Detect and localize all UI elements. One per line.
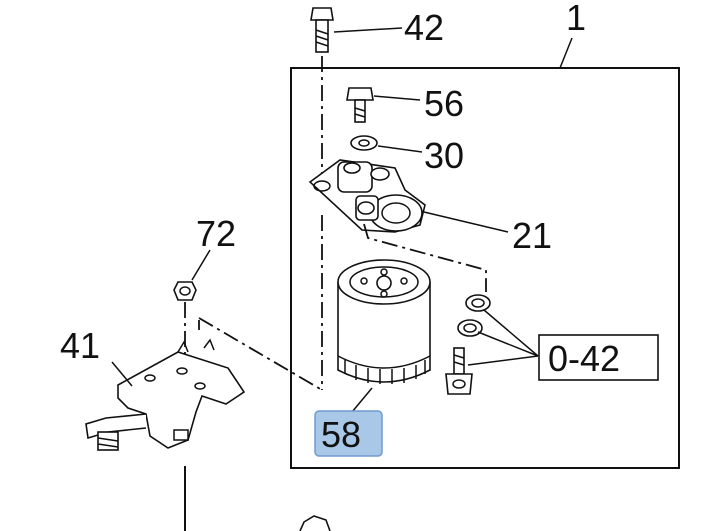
filter-head-21-part[interactable] (308, 159, 426, 233)
kit-o-ring-lower[interactable] (457, 319, 483, 337)
label-washer-30[interactable]: 30 (424, 135, 464, 176)
nut-72-leader (191, 249, 211, 281)
kit-o-ring-upper[interactable] (465, 294, 491, 312)
label-bolt-56[interactable]: 56 (424, 83, 464, 124)
label-filter-head-21[interactable]: 21 (512, 215, 552, 256)
washer-30-leader (377, 145, 423, 153)
kit-leader-1 (483, 309, 539, 357)
label-filter-58[interactable]: 58 (321, 414, 361, 455)
filter-head-dash (363, 223, 487, 292)
filter-58-part[interactable] (337, 259, 431, 384)
assembly-frame (290, 67, 680, 469)
nut-72-part[interactable] (173, 281, 197, 301)
kit-label-box[interactable] (538, 334, 659, 381)
filter-58-leader (351, 387, 373, 413)
bracket-dash (198, 317, 323, 391)
label-nut-72[interactable]: 72 (196, 213, 236, 254)
partial-part-bottom (299, 515, 331, 531)
label-bracket-41[interactable]: 41 (60, 325, 100, 366)
kit-leader-2 (477, 331, 539, 357)
bracket-41-part[interactable] (85, 338, 246, 451)
washer-30-hole (358, 139, 370, 147)
bolt-56-leader (373, 95, 421, 101)
kit-drain-bolt[interactable] (445, 347, 473, 395)
washer-30-part[interactable] (350, 135, 378, 151)
kit-o-ring-upper-hole (471, 298, 485, 308)
bolt-56-part[interactable] (346, 87, 374, 123)
assembly-leader (559, 37, 573, 69)
filter-head-21-leader (423, 211, 509, 233)
label-kit-0-42[interactable]: 0-42 (548, 338, 620, 379)
label-assembly-1[interactable]: 1 (566, 0, 586, 38)
bolt-42-leader (333, 27, 403, 33)
bracket-41-leader (111, 361, 133, 387)
kit-leader-3 (467, 355, 539, 366)
label-bolt-42[interactable]: 42 (404, 7, 444, 48)
kit-o-ring-lower-hole (463, 323, 477, 333)
filter-58-highlight[interactable] (314, 410, 383, 457)
bolt-42-part[interactable] (310, 7, 334, 53)
